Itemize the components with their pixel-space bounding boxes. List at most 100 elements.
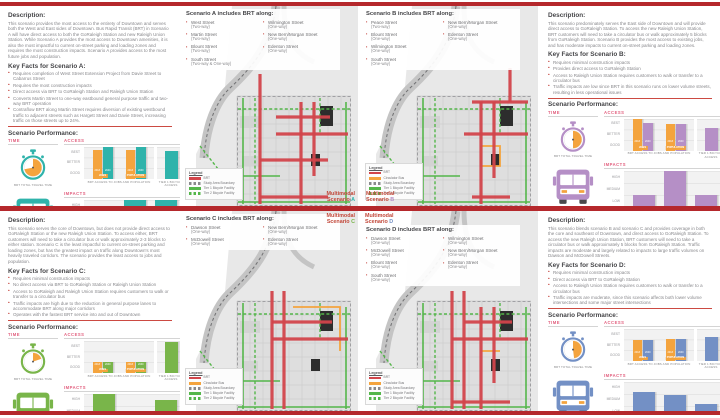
street-name: New Bern/Morgan Street — [448, 19, 498, 25]
bar — [164, 151, 178, 180]
legend-label: BRT — [203, 175, 211, 180]
scenario-map-panel: Scenario B includes BRT along: Peace Str… — [360, 6, 540, 206]
study-area-boundary — [417, 301, 531, 411]
bar: 2040 — [676, 339, 686, 362]
includes-title: Scenario B includes BRT along: — [366, 11, 454, 17]
scenario-word: Scenario — [327, 196, 350, 203]
impacts-label: IMPACTS — [604, 162, 720, 170]
street-item: Wilmington Street (One-way) — [263, 19, 335, 30]
street-direction: (One-way) — [448, 264, 468, 270]
multimodal-scenario-label: Multimodal Scenario D — [365, 213, 393, 225]
legend-swatch — [369, 177, 381, 180]
year-label: 2040 — [137, 362, 144, 366]
fact-item: Requires minimal construction impacts — [548, 60, 712, 66]
year-label: 2040 — [104, 362, 111, 366]
brt-streets-box: Scenario C includes BRT along: Dawson St… — [184, 214, 340, 251]
circ-line — [293, 306, 341, 351]
scenario-map-panel: Scenario C includes BRT along: Dawson St… — [180, 211, 360, 411]
scenario-word: Scenario — [326, 219, 350, 226]
fact-item: Converts Martin Street to one-way eastbo… — [8, 96, 172, 107]
streets-column-2: New Bern/Morgan Street (One-way) Edenton… — [443, 19, 515, 70]
legend-swatch — [189, 182, 201, 185]
bar: 2040 — [643, 339, 653, 362]
axis-tick-best: BEST — [611, 121, 620, 126]
streets-column-2: New Bern/Morgan Street (One-way) Edenton… — [263, 224, 335, 250]
bar — [694, 403, 717, 411]
street-name: Wilmington Street — [448, 235, 484, 241]
multimodal-scenario-label: Multimodal Scenario B — [366, 191, 394, 203]
legend-label: Circulator Bus — [203, 380, 225, 385]
street-name: Blount Street — [371, 31, 398, 37]
scenario-letter: C — [351, 219, 355, 226]
legend-swatch — [189, 187, 201, 190]
study-area-boundary — [237, 301, 351, 411]
time-label: TIME — [548, 320, 598, 328]
top-row: Description: This scenario provides the … — [0, 6, 720, 206]
brt-routes — [258, 74, 348, 204]
street-name: Martin Street — [191, 31, 217, 37]
legend-label: BRT — [203, 375, 211, 380]
scenario-text-panel: Description: This scenario provides the … — [0, 6, 180, 206]
bar — [92, 393, 115, 411]
bar — [154, 399, 177, 411]
map-legend: Legend BRT Circulator Bus — [365, 162, 423, 200]
impacts-axis: HIGH MEDIUM LOW — [64, 394, 81, 411]
top-red-band — [0, 2, 720, 6]
street-direction: (One-way) — [371, 60, 391, 66]
street-name: Dawson Street — [371, 235, 401, 241]
street-direction: (One-way) — [371, 36, 391, 42]
street-direction: (One-way) — [448, 23, 468, 29]
street-direction: (Two-way & One-way) — [191, 60, 232, 66]
key-facts-title: Key Facts for Scenario D: — [548, 261, 626, 269]
year-label: 2013 — [94, 168, 101, 172]
impacts-axis: HIGH MEDIUM LOW — [604, 171, 621, 206]
street-item: Martin Street (Two-way) — [186, 31, 258, 42]
stopwatch-icon — [20, 149, 46, 180]
fact-item: Operates with the fastest BRT service in… — [8, 312, 172, 318]
street-item: Blount Street (One-way) — [366, 260, 438, 270]
street-direction: (One-way) — [268, 241, 288, 247]
street-name: New Bern/Morgan Street — [268, 31, 318, 37]
performance-title: Scenario Performance: — [548, 101, 618, 109]
tier1-bicycle-chart: TIER 1 BICYCLE ACCESS — [157, 147, 180, 188]
street-name: New Bern/Morgan Street — [268, 224, 318, 230]
scenario-map-panel: Scenario A includes BRT along: West Stre… — [180, 6, 360, 206]
red-divider-rule — [548, 308, 712, 310]
legend-items: BRT Circulator Bus Study Area Boundary — [369, 171, 419, 195]
fact-item: Requires the most construction impacts — [8, 83, 172, 89]
access-label: ACCESS — [64, 332, 180, 340]
scenario-text-panel: Description: This scenario blends scenar… — [540, 211, 720, 411]
axis-tick-medium: MEDIUM — [64, 406, 81, 411]
legend-item: Study Area Boundary — [369, 181, 419, 186]
bar: 2040 — [103, 147, 113, 180]
impacts-chart: IMPACTS HIGH MEDIUM LOW TRAFFIC IMPACTS … — [64, 191, 180, 206]
downtown-blocks — [237, 96, 351, 206]
bar — [663, 395, 686, 411]
fact-item: Provides direct access to GoRaleigh Stat… — [548, 66, 712, 72]
street-item: New Bern/Morgan Street (One-way) — [263, 31, 335, 42]
fact-item: Direct access via BRT to GoRaleigh Stati… — [8, 89, 172, 95]
bottom-row: Description: This scenario serves the co… — [0, 211, 720, 411]
description-title: Description: — [8, 217, 46, 224]
scenario-a-quadrant: Description: This scenario provides the … — [0, 6, 360, 206]
circulator-routes — [293, 306, 341, 351]
street-name: Wilmington Street — [371, 44, 407, 50]
fact-item: No direct access via BRT to GoRaleigh St… — [8, 282, 172, 288]
time-label: TIME — [8, 138, 58, 146]
street-item: New Bern/Morgan Street (One-way) — [443, 247, 515, 258]
brt-streets-box: Scenario D includes BRT along: Dawson St… — [364, 225, 520, 286]
downtown-blocks — [417, 96, 531, 206]
street-item: Blount Street (One-way) — [366, 31, 438, 42]
scenario-unit: Description: This scenario provides the … — [0, 6, 360, 206]
rail-track — [383, 211, 457, 364]
street-name: Dawson Street — [191, 224, 221, 230]
bar: 2040 — [103, 362, 113, 374]
street-item: Edenton Street (One-way) — [443, 260, 515, 270]
legend-label: Study Area Boundary — [203, 385, 235, 390]
scenario-letter: A — [351, 196, 355, 203]
tier1-caption: TIER 1 BICYCLE ACCESS — [698, 361, 720, 370]
legend-items: BRT Study Area Boundary Tier 1 Bicycle F… — [189, 175, 239, 196]
